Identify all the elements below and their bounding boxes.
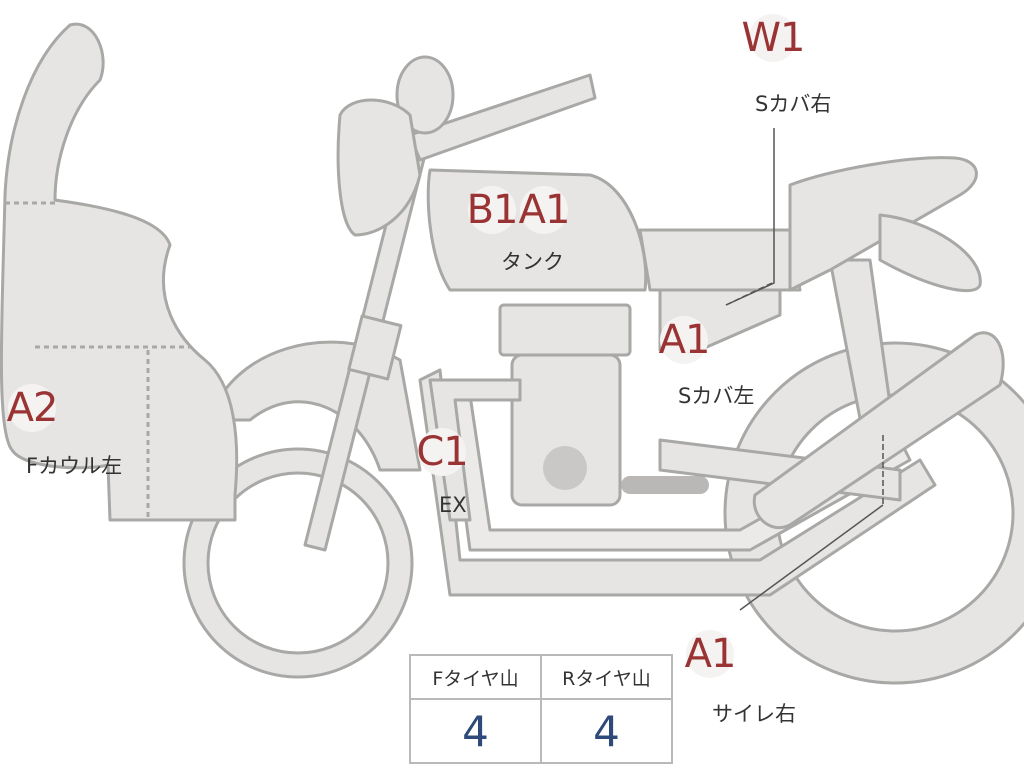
tire-tread-table: Fタイヤ山 Rタイヤ山 4 4 — [409, 654, 673, 764]
engine-cylinder — [498, 303, 632, 357]
headlight — [336, 98, 422, 237]
grade-badge-muffler-right: A1 — [684, 630, 737, 678]
seat — [638, 228, 802, 292]
part-label-muffler-right: サイレ右 — [712, 702, 796, 726]
grade-badge-w1: W1 — [742, 14, 806, 62]
leader-w1 — [725, 128, 775, 306]
grade-text: A1 — [684, 631, 737, 677]
grade-badge-front-cowl-left: A2 — [6, 384, 59, 432]
grade-text: A2 — [6, 385, 59, 431]
grade-badge-exhaust: C1 — [416, 428, 469, 476]
part-label-exhaust: EX — [439, 493, 467, 517]
engine-case — [510, 353, 622, 507]
grade-badge-side-cover-left: A1 — [658, 316, 711, 364]
exhaust-pipe — [428, 378, 522, 522]
front-tire-value: 4 — [409, 698, 542, 764]
front-tire-header: Fタイヤ山 — [409, 654, 542, 700]
grade-text: A1 — [518, 187, 571, 233]
part-label-front-cowl-left: Fカウル左 — [26, 454, 123, 478]
grade-text: A1 — [658, 317, 711, 363]
grade-badge-tank-a1: A1 — [518, 186, 571, 234]
part-label-side-cover-right: Sカバ右 — [755, 92, 832, 116]
muffler — [752, 331, 1005, 530]
grade-text: W1 — [741, 15, 806, 61]
front-cowl — [0, 22, 239, 522]
part-label-side-cover-left: Sカバ左 — [678, 384, 755, 408]
rear-tire-value: 4 — [540, 698, 673, 764]
grade-text: B1 — [466, 187, 519, 233]
grade-text: C1 — [416, 429, 468, 475]
leader-muffler — [739, 504, 884, 611]
rear-tire-header: Rタイヤ山 — [540, 654, 673, 700]
part-label-tank: タンク — [501, 250, 564, 274]
grade-badge-tank-b1: B1 — [466, 186, 519, 234]
